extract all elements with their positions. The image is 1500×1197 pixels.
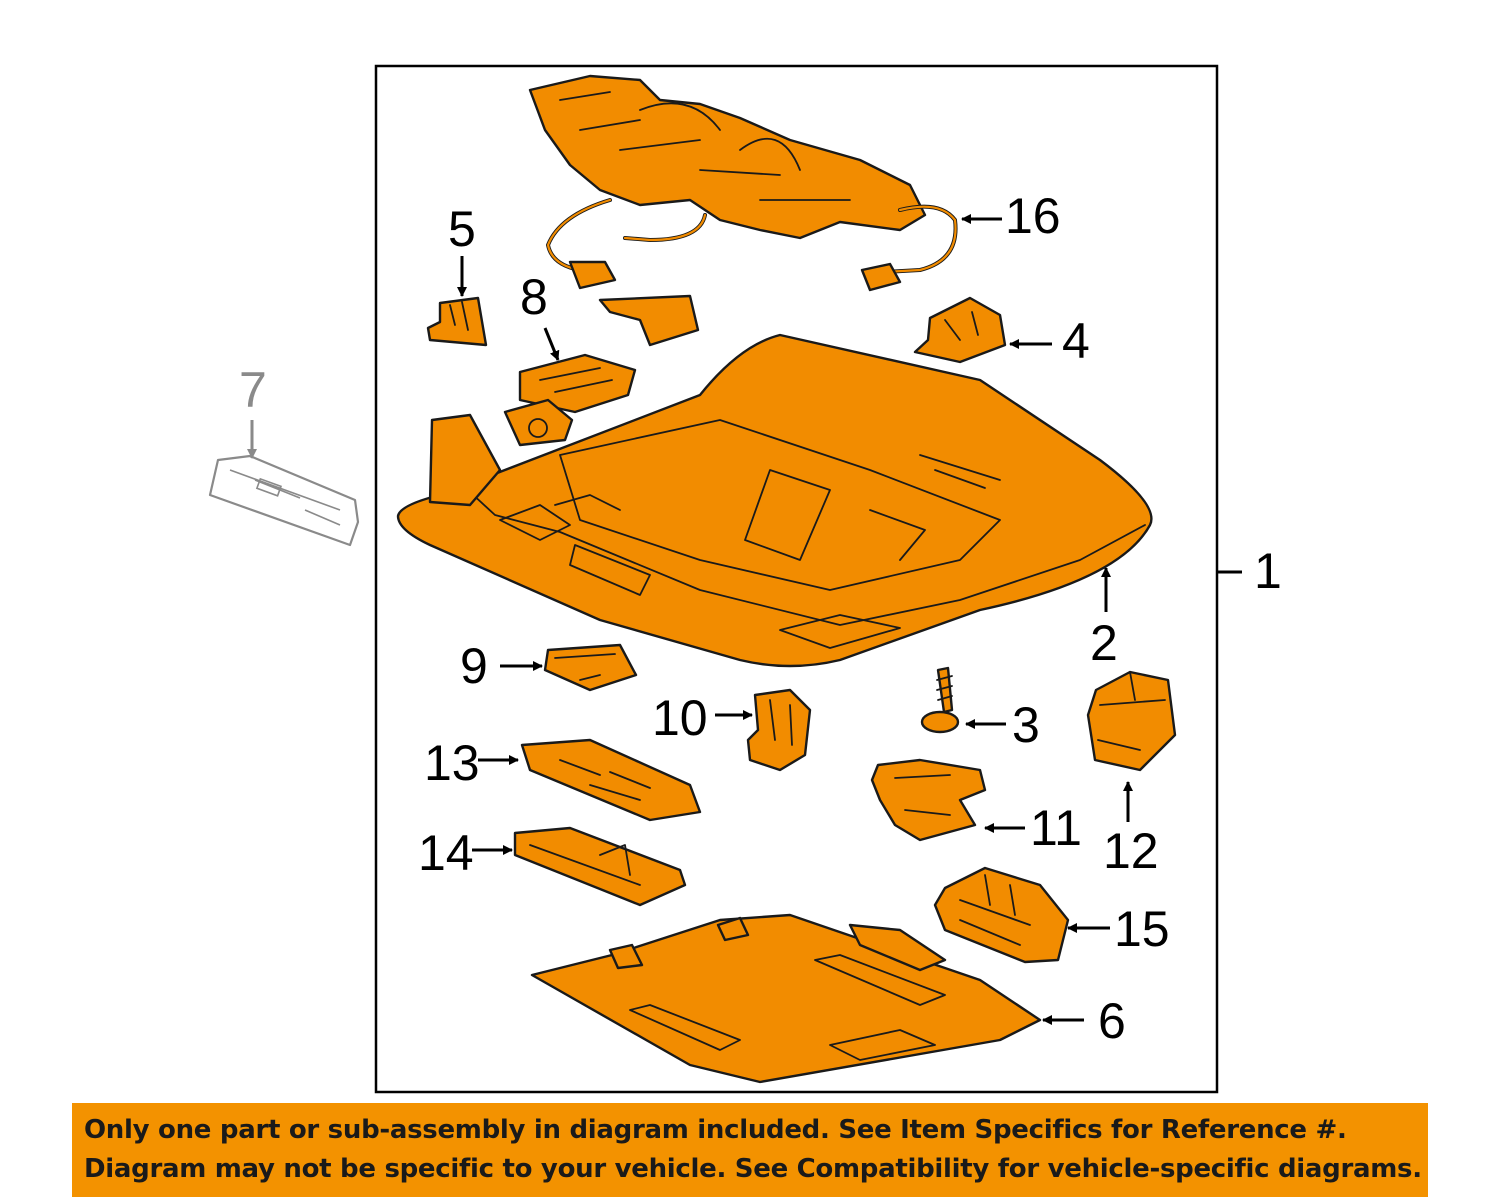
- part-8-bracket: [503, 353, 637, 447]
- part-3-screw: [920, 666, 960, 734]
- part-2-console-housing: [396, 333, 1153, 668]
- part-12-switch: [1086, 670, 1177, 772]
- callout-9: 9: [460, 638, 488, 694]
- callout-6: 6: [1098, 993, 1126, 1049]
- callout-7: 7: [239, 362, 267, 418]
- callout-12: 12: [1103, 823, 1159, 879]
- part-7-module: [208, 454, 360, 547]
- callout-2: 2: [1090, 615, 1118, 671]
- callout-4: 4: [1062, 313, 1090, 369]
- disclaimer-line-2: Diagram may not be specific to your vehi…: [84, 1154, 1422, 1184]
- part-14-lens-panel: [513, 826, 687, 907]
- callout-16: 16: [1005, 188, 1061, 244]
- part-11-bracket: [870, 758, 987, 842]
- assembly-frame: [374, 64, 1219, 1094]
- callout-5: 5: [448, 201, 476, 257]
- part-4-bracket: [913, 296, 1007, 364]
- disclaimer-banner: Only one part or sub-assembly in diagram…: [72, 1103, 1428, 1197]
- part-16-wiring-harness: [528, 74, 958, 347]
- part-5-clip: [426, 296, 488, 347]
- part-15-switch-housing: [933, 866, 1070, 964]
- part-9-lamp: [543, 643, 638, 692]
- callout-14: 14: [418, 825, 474, 881]
- callout-1: 1: [1254, 543, 1282, 599]
- part-6-trim-cover: [530, 913, 1042, 1084]
- callout-3: 3: [1012, 697, 1040, 753]
- part-13-switch-panel: [520, 738, 702, 822]
- callout-10: 10: [652, 690, 708, 746]
- callout-15: 15: [1114, 901, 1170, 957]
- part-10-connector: [746, 688, 812, 772]
- disclaimer-line-1: Only one part or sub-assembly in diagram…: [84, 1115, 1347, 1145]
- callout-8: 8: [520, 269, 548, 325]
- callout-11: 11: [1030, 800, 1082, 856]
- callout-13: 13: [424, 735, 480, 791]
